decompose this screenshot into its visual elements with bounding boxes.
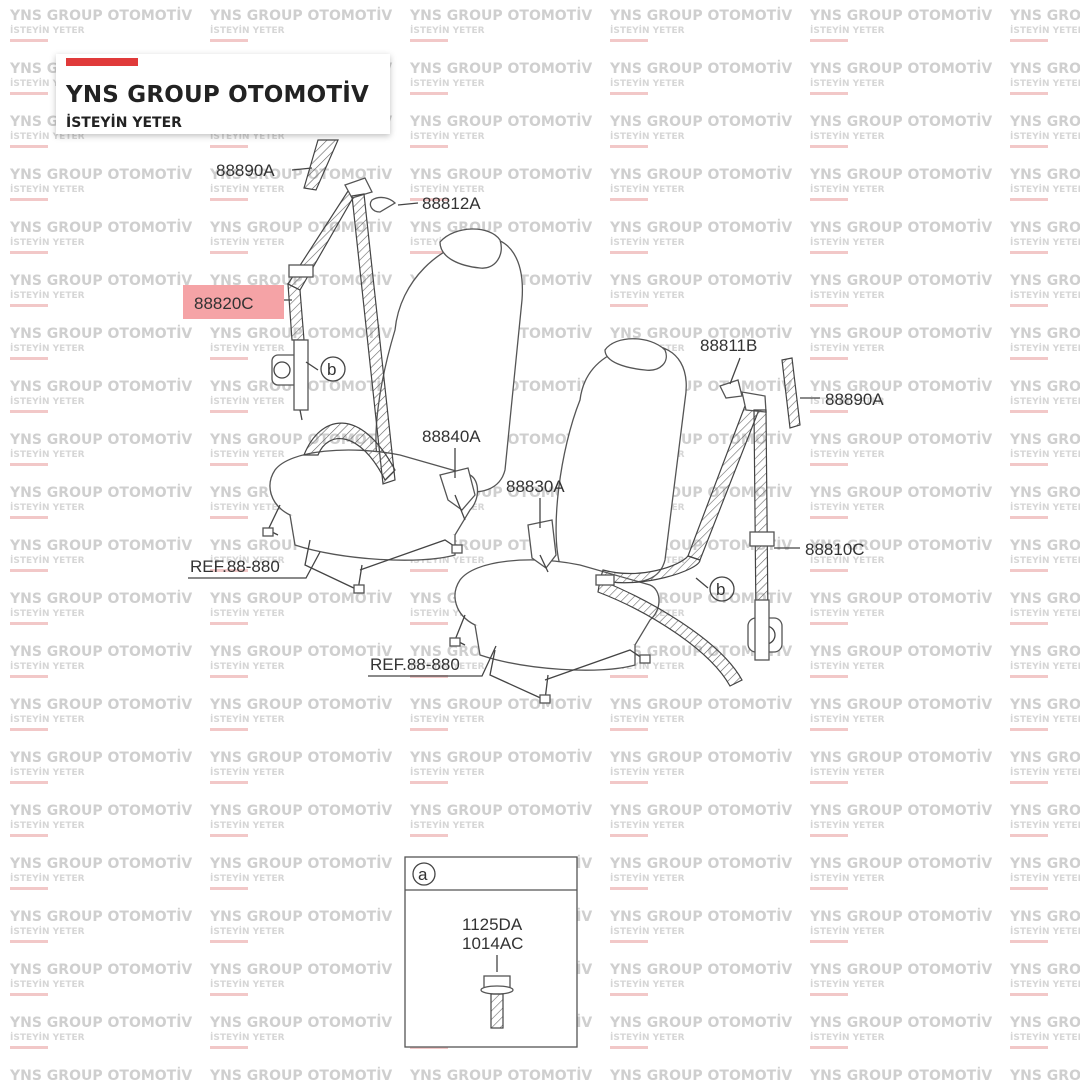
label-ref-left: REF.88-880 — [190, 557, 280, 576]
right-seat — [449, 338, 687, 704]
detail-box: a 1125DA 1014AC — [404, 856, 578, 1048]
label-88811b: 88811B — [700, 336, 757, 355]
right-belt-assembly — [527, 357, 801, 687]
brand-title: YNS GROUP OTOMOTİV — [66, 82, 370, 108]
label-88830a: 88830A — [506, 477, 565, 496]
callout-b-left: b — [327, 360, 336, 379]
label-88840a: 88840A — [422, 427, 481, 446]
part-highlight — [183, 285, 284, 319]
label-88820c: 88820C — [194, 294, 254, 313]
label-88810c: 88810C — [805, 540, 865, 559]
detail-callout-a: a — [418, 865, 428, 884]
left-belt-assembly — [271, 139, 476, 521]
left-seat — [262, 228, 524, 594]
brand-subtitle: İSTEYİN YETER — [66, 115, 182, 131]
callout-b-right-circle — [709, 576, 735, 602]
label-88890a-left: 88890A — [216, 161, 275, 180]
bolt-icon — [480, 975, 514, 1029]
callout-b-left-circle — [320, 356, 346, 382]
label-88890a-right: 88890A — [825, 390, 884, 409]
callout-b-right: b — [716, 580, 725, 599]
brand-accent-bar — [66, 58, 138, 66]
detail-part-1014ac: 1014AC — [462, 934, 523, 953]
detail-part-1125da: 1125DA — [462, 915, 523, 934]
brand-logo-box: YNS GROUP OTOMOTİV İSTEYİN YETER — [56, 54, 390, 134]
label-ref-right: REF.88-880 — [370, 655, 460, 674]
label-88812a: 88812A — [422, 194, 481, 213]
